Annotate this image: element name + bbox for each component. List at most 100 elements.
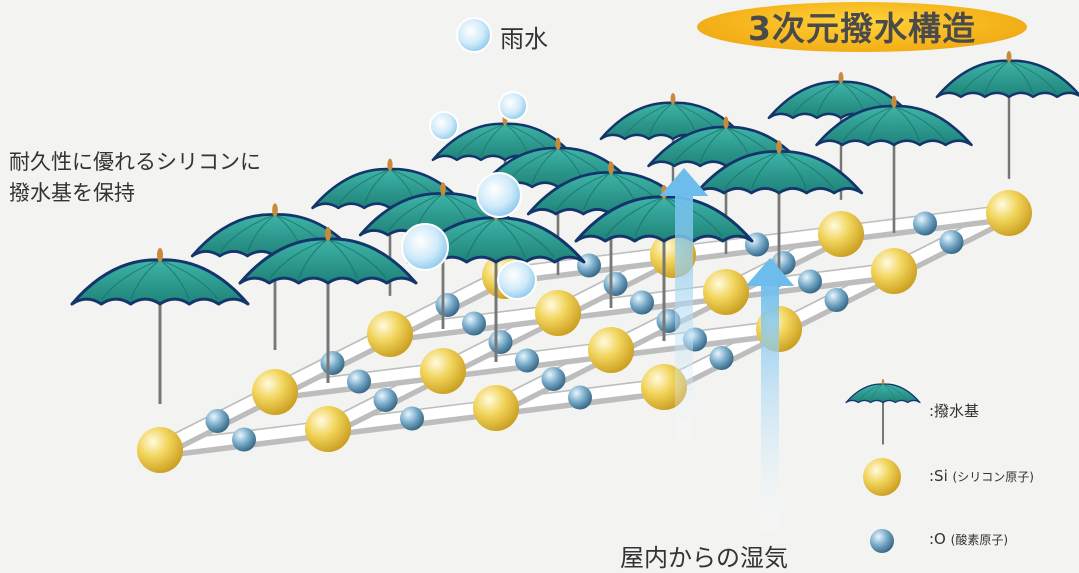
umbrella-tip — [838, 71, 844, 84]
oxygen-atom — [541, 367, 566, 391]
oxygen-atom — [488, 330, 513, 354]
oxygen-atom — [515, 348, 539, 373]
umbrella — [815, 95, 973, 233]
umbrella-rib — [327, 238, 387, 279]
raindrop — [429, 111, 459, 141]
silicon-atom — [473, 385, 519, 431]
oxygen-atom — [435, 293, 460, 317]
silicon-atom — [420, 348, 466, 394]
oxygen-atom — [462, 311, 486, 336]
umbrella-tip — [723, 116, 729, 129]
umbrella-tip — [608, 161, 614, 175]
umbrella-rib — [101, 259, 161, 300]
moisture-label: 屋内からの湿気 — [620, 544, 788, 572]
umbrella — [70, 248, 250, 404]
arrow-shaft — [675, 192, 693, 440]
silicon-atom — [305, 406, 351, 452]
umbrella-rib — [583, 172, 612, 211]
umbrella-rib — [495, 217, 526, 258]
umbrella-rib — [634, 196, 665, 237]
rain-label: 雨水 — [500, 25, 548, 53]
umbrella-rib — [531, 147, 559, 184]
umbrella-rib — [327, 238, 358, 279]
legend-o-icon — [870, 529, 894, 553]
umbrella-tip — [891, 95, 897, 108]
umbrella-canopy — [238, 237, 418, 285]
umbrella-rib — [751, 151, 780, 190]
silicon-atom — [986, 190, 1032, 236]
umbrella-canopy — [574, 195, 754, 243]
umbrella-rib — [842, 105, 895, 142]
umbrella-rib — [778, 151, 835, 190]
umbrella-tip — [440, 182, 446, 196]
legend-label-o: :O (酸素原子) — [929, 530, 1008, 548]
atom-lattice — [137, 190, 1032, 473]
umbrella-rib — [699, 126, 727, 163]
durable-note: 耐久性に優れるシリコンに 撥水基を保持 — [9, 147, 261, 209]
moisture-arrow — [659, 168, 709, 440]
umbrella-rib — [893, 105, 921, 142]
silicon-atom — [588, 327, 634, 373]
umbrella-tip — [157, 248, 163, 262]
umbrella-rib — [605, 196, 665, 237]
raindrop — [476, 172, 522, 218]
umbrella-rib — [624, 102, 674, 136]
umbrella — [935, 50, 1079, 179]
umbrella-rib — [159, 259, 190, 300]
legend-label-repellent: :撥水基 — [929, 402, 980, 420]
umbrella-tip — [670, 92, 676, 105]
oxygen-atom — [630, 290, 654, 315]
legend-umbrella-icon — [845, 378, 921, 445]
legend-si-sub: (シリコン原子) — [952, 470, 1034, 484]
oxygen-atom — [798, 269, 822, 294]
umbrella-tip — [776, 140, 782, 154]
oxygen-atom — [373, 388, 398, 412]
umbrella-rib — [363, 168, 391, 205]
umbrella-rib — [960, 60, 1010, 94]
silicon-atom — [252, 369, 298, 415]
legend-o-main: :O — [929, 530, 946, 548]
umbrella-rib — [555, 172, 612, 211]
umbrella-rib — [456, 123, 506, 157]
diagram-title: 3次元撥水構造 — [748, 9, 976, 48]
umbrella-rib — [858, 383, 884, 401]
umbrella-rib — [882, 383, 896, 401]
umbrella-rib — [269, 238, 329, 279]
umbrella-rib — [882, 383, 908, 401]
oxygen-atom — [568, 385, 592, 410]
durable-note-line2: 撥水基を保持 — [9, 181, 135, 205]
moisture-arrow — [745, 258, 795, 530]
silicon-atom — [137, 427, 183, 473]
oxygen-atom — [939, 230, 964, 254]
arrow-head — [745, 258, 795, 286]
arrow-head — [659, 168, 709, 196]
silicon-atom — [871, 248, 917, 294]
umbrella-canopy — [935, 59, 1079, 99]
oxygen-atom — [232, 427, 256, 452]
oxygen-atom — [400, 406, 424, 431]
umbrella-rib — [984, 60, 1010, 94]
umbrella — [238, 227, 418, 383]
umbrella-rib — [792, 81, 842, 115]
umbrella-tip — [272, 203, 278, 217]
oxygen-atom — [824, 288, 849, 312]
umbrella-canopy — [70, 258, 250, 306]
durable-note-line1: 耐久性に優れるシリコンに — [9, 150, 261, 174]
umbrella — [694, 140, 864, 287]
umbrella-rib — [674, 126, 727, 163]
umbrella-rib — [870, 383, 884, 401]
legend-icons — [845, 378, 921, 553]
umbrella-canopy — [845, 383, 921, 404]
arrow-shaft — [761, 282, 779, 530]
umbrella-rib — [495, 217, 555, 258]
raindrops — [401, 17, 537, 300]
umbrella-tip — [555, 137, 561, 150]
oxygen-atom — [347, 369, 371, 394]
umbrella-rib — [387, 193, 444, 232]
oxygen-atom — [205, 409, 230, 433]
umbrella-rib — [219, 214, 276, 253]
title-badge: 3次元撥水構造 — [697, 2, 1027, 52]
umbrella-tip — [881, 378, 885, 385]
oxygen-atom — [320, 351, 345, 375]
